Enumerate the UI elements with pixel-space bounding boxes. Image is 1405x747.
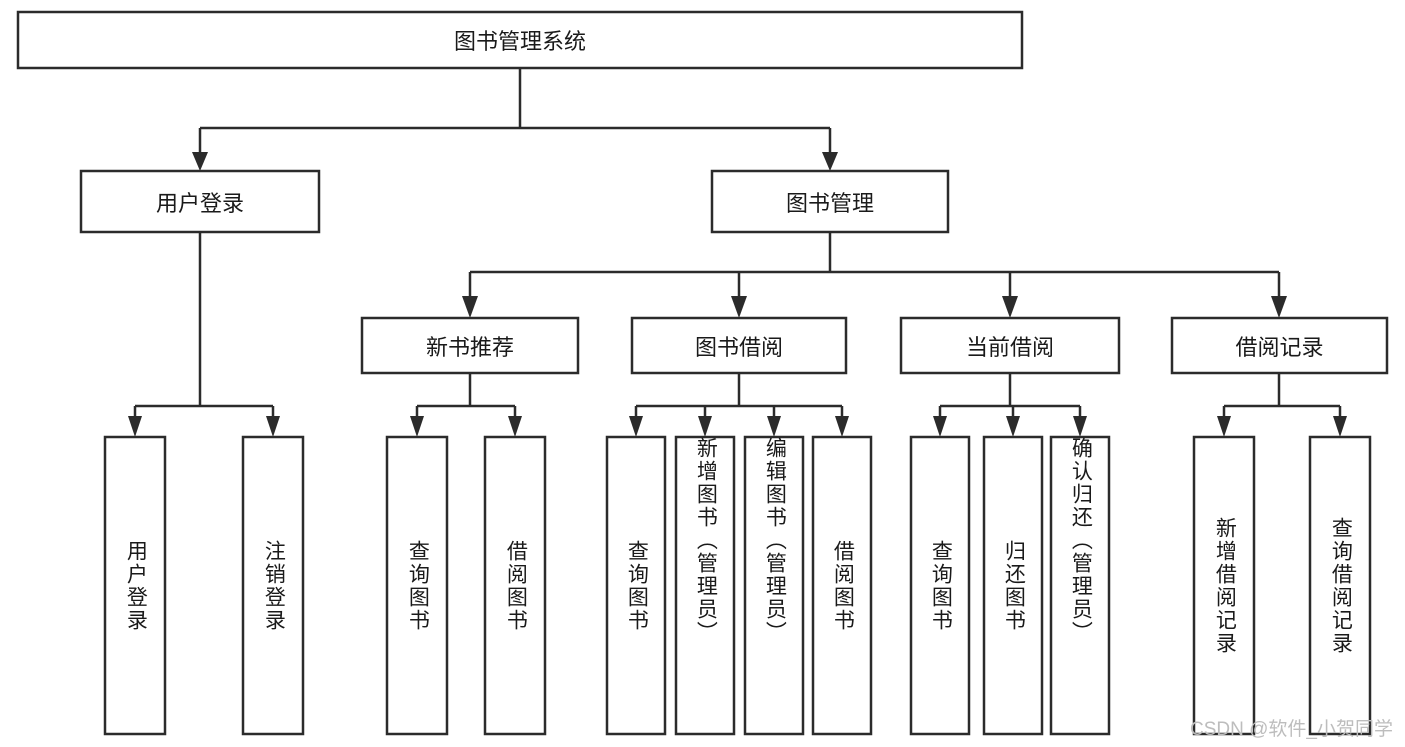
node-leaf-query-book-current[interactable]	[909, 435, 971, 736]
node-leaf-query-borrow-record[interactable]	[1308, 435, 1372, 736]
node-leaf-query-book-borrow[interactable]	[605, 435, 667, 736]
connector-group-new-book-children	[410, 373, 522, 437]
node-borrow-record[interactable]	[1170, 316, 1389, 375]
node-leaf-edit-book-admin[interactable]	[743, 435, 805, 736]
arrow-head-leaf-add-book-admin	[698, 416, 712, 437]
arrow-head-leaf-query-borrow-record	[1333, 416, 1347, 437]
connector-group-user-login-children	[128, 232, 280, 437]
node-new-book-recommend[interactable]	[360, 316, 580, 375]
arrow-head-user-login	[192, 152, 208, 171]
arrow-head-leaf-user-logout	[266, 416, 280, 437]
connector-group-root-to-level2	[192, 68, 838, 171]
arrow-head-leaf-borrow-book	[835, 416, 849, 437]
connector-group-borrow-record-children	[1217, 373, 1347, 437]
node-book-management[interactable]	[710, 169, 950, 234]
node-leaf-query-book-rec[interactable]	[385, 435, 449, 736]
arrow-head-leaf-edit-book-admin	[767, 416, 781, 437]
node-leaf-add-book-admin[interactable]	[674, 435, 736, 736]
arrow-head-book-management	[822, 152, 838, 171]
arrow-head-leaf-confirm-return-admin	[1073, 416, 1087, 437]
arrow-head-leaf-user-login	[128, 416, 142, 437]
arrow-head-current-borrow	[1002, 296, 1018, 318]
arrow-head-borrow-record	[1271, 296, 1287, 318]
arrow-head-book-borrow	[731, 296, 747, 318]
node-leaf-return-book[interactable]	[982, 435, 1044, 736]
node-book-borrow[interactable]	[630, 316, 848, 375]
arrow-head-leaf-query-book-rec	[410, 416, 424, 437]
arrow-head-leaf-add-borrow-record	[1217, 416, 1231, 437]
node-leaf-add-borrow-record[interactable]	[1192, 435, 1256, 736]
arrow-head-leaf-return-book	[1006, 416, 1020, 437]
node-leaf-borrow-book[interactable]	[811, 435, 873, 736]
node-leaf-confirm-return-admin[interactable]	[1049, 435, 1111, 736]
node-leaf-borrow-book-rec[interactable]	[483, 435, 547, 736]
arrow-head-leaf-query-book-current	[933, 416, 947, 437]
node-leaf-user-logout[interactable]	[241, 435, 305, 736]
arrow-head-leaf-borrow-book-rec	[508, 416, 522, 437]
node-user-login[interactable]	[79, 169, 321, 234]
connector-group-level2-to-level3	[462, 232, 1287, 318]
node-current-borrow[interactable]	[899, 316, 1121, 375]
arrow-head-new-book-recommend	[462, 296, 478, 318]
node-leaf-user-login[interactable]	[103, 435, 167, 736]
connector-group-book-borrow-children	[629, 373, 849, 437]
arrow-head-leaf-query-book-borrow	[629, 416, 643, 437]
connector-group-current-borrow-children	[933, 373, 1087, 437]
node-root[interactable]	[16, 10, 1024, 70]
